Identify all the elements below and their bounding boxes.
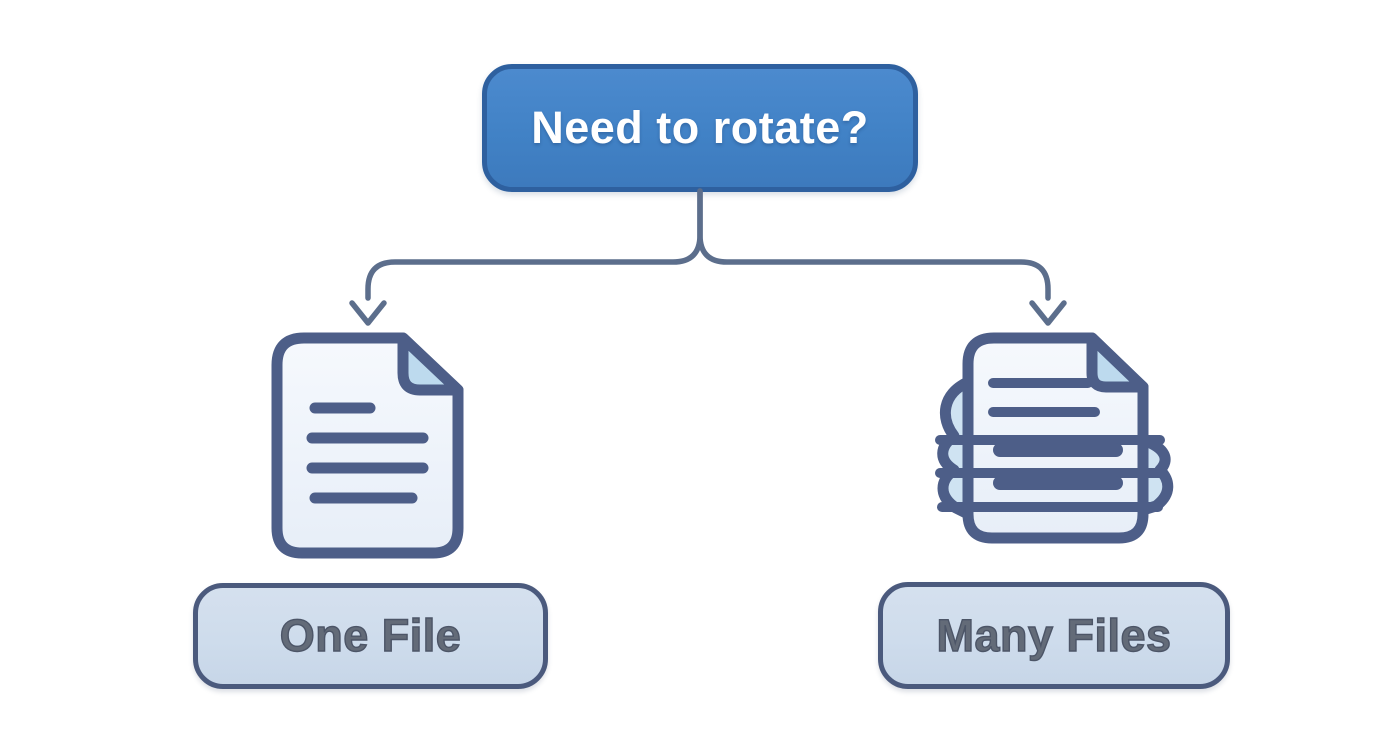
document-stack-icon [935, 332, 1174, 544]
page-text-lines [988, 378, 1100, 417]
left-page-curls [937, 376, 974, 520]
many-files-label: Many Files [936, 609, 1172, 661]
right-down-arrow-icon [1029, 300, 1067, 326]
option-node-one-file: One File [193, 583, 548, 689]
branch-connectors [349, 188, 1067, 326]
folded-corner [397, 332, 464, 396]
option-node-many-files: Many Files [878, 582, 1230, 689]
left-down-arrow-icon [349, 300, 387, 326]
stacked-page-bars [993, 443, 1123, 490]
one-file-label: One File [279, 609, 462, 661]
left-branch-connector [365, 188, 703, 301]
right-branch-connector [697, 188, 1051, 301]
decision-node: Need to rotate? [482, 64, 918, 192]
single-document-icon [271, 332, 464, 559]
folded-corner [1086, 332, 1149, 393]
decision-label: Need to rotate? [531, 102, 869, 153]
stacked-page-edges [935, 435, 1165, 512]
page-text-lines [306, 402, 429, 504]
